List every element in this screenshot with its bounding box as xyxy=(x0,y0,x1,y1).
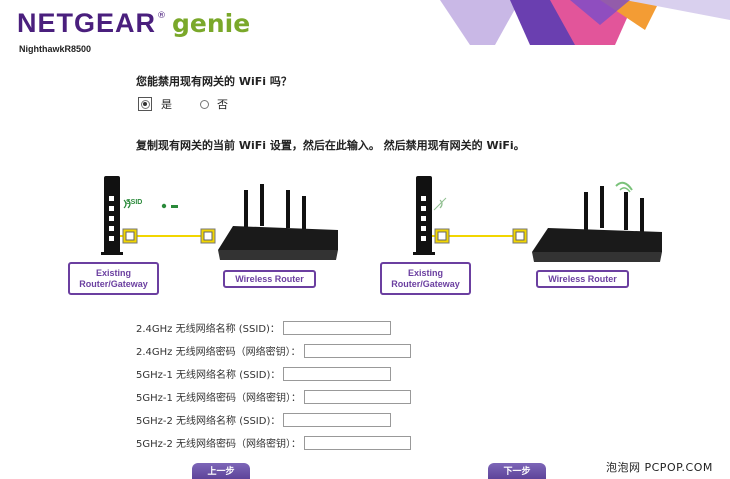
brand-registered-mark: ® xyxy=(157,11,167,21)
label-5g2-key: 5GHz-2 无线网络密码（网络密钥）： xyxy=(136,439,302,450)
form-row-24-key: 2.4GHz 无线网络密码（网络密钥）： xyxy=(136,339,411,362)
next-button[interactable]: 下一步 xyxy=(488,463,546,479)
radio-no[interactable] xyxy=(200,99,209,109)
radio-selected-dot xyxy=(143,102,147,106)
label-5g1-key: 5GHz-1 无线网络密码（网络密钥）： xyxy=(136,393,302,404)
form-row-5g2-key: 5GHz-2 无线网络密码（网络密钥）： xyxy=(136,431,412,454)
disable-wifi-question: 您能禁用现有网关的 WiFi 吗？ xyxy=(136,75,292,88)
radio-yes-focus-box[interactable] xyxy=(138,97,152,111)
label-5g2-ssid: 5GHz-2 无线网络名称 (SSID)： xyxy=(136,416,281,427)
form-row-24-ssid: 2.4GHz 无线网络名称 (SSID)： xyxy=(136,316,411,339)
label-24-ssid: 2.4GHz 无线网络名称 (SSID)： xyxy=(136,324,280,335)
form-row-5g1-key: 5GHz-1 无线网络密码（网络密钥）： xyxy=(136,385,412,408)
input-5g1-key[interactable] xyxy=(304,389,412,404)
copy-settings-instruction: 复制现有网关的当前 WiFi 设置，然后在此输入。 然后禁用现有网关的 WiFi… xyxy=(136,139,525,152)
input-5g2-key[interactable] xyxy=(304,435,412,450)
label-24-key: 2.4GHz 无线网络密码（网络密钥）： xyxy=(136,347,301,358)
wifi-settings-form: 2.4GHz 无线网络名称 (SSID)： 2.4GHz 无线网络密码（网络密钥… xyxy=(136,316,412,454)
network-diagram-icon xyxy=(101,176,338,260)
existing-label-line1: Existing xyxy=(95,268,131,278)
brand-genie: genie xyxy=(172,9,251,38)
radio-yes[interactable] xyxy=(140,99,150,109)
wireless-router-label: Wireless Router xyxy=(223,270,316,288)
router-model: NighthawkR8500 xyxy=(19,44,92,54)
wireless-router-label-2: Wireless Router xyxy=(536,270,629,288)
form-row-5g1-ssid: 5GHz-1 无线网络名称 (SSID)： xyxy=(136,362,411,385)
input-24-key[interactable] xyxy=(303,343,411,358)
network-diagram-disabled-icon xyxy=(413,176,662,262)
netgear-genie-logo: NETGEAR ® genie xyxy=(17,8,250,39)
ssid-tag: SSID xyxy=(126,199,143,206)
watermark: 泡泡网 PCPOP.COM xyxy=(606,461,713,474)
previous-button[interactable]: 上一步 xyxy=(192,463,250,479)
existing-label-line2: Router/Gateway xyxy=(79,279,148,289)
radio-yes-label: 是 xyxy=(161,98,172,111)
existing-router-label: Existing Router/Gateway xyxy=(68,262,159,295)
header-decoration-icon xyxy=(440,0,730,45)
input-5g2-ssid[interactable] xyxy=(283,412,392,427)
radio-no-label: 否 xyxy=(217,98,228,111)
diagram-copy-settings: SSID Existing Router/Gateway Wireless Ro… xyxy=(68,168,378,298)
diagram-disable-wifi: Existing Router/Gateway Wireless Router xyxy=(380,168,690,298)
input-24-ssid[interactable] xyxy=(282,320,391,335)
form-row-5g2-ssid: 5GHz-2 无线网络名称 (SSID)： xyxy=(136,408,411,431)
label-5g1-ssid: 5GHz-1 无线网络名称 (SSID)： xyxy=(136,370,281,381)
input-5g1-ssid[interactable] xyxy=(283,366,392,381)
existing-router-label-2: Existing Router/Gateway xyxy=(380,262,471,295)
disable-wifi-options: 是 否 xyxy=(138,96,228,112)
existing-label-line1-2: Existing xyxy=(407,268,443,278)
brand-netgear: NETGEAR xyxy=(17,8,157,38)
existing-label-line2-2: Router/Gateway xyxy=(391,279,460,289)
